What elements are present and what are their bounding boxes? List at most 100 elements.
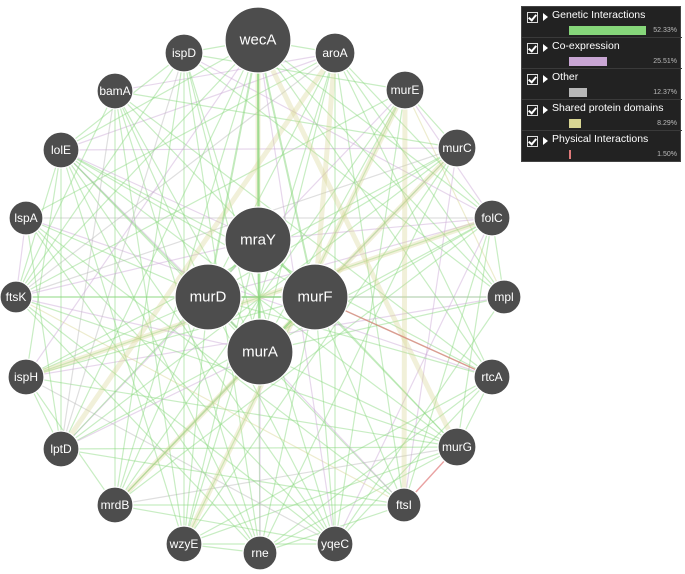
caret-right-icon[interactable] (543, 137, 548, 145)
node-circle[interactable] (473, 358, 511, 396)
node-circle[interactable] (224, 6, 292, 74)
node-circle[interactable] (486, 279, 522, 315)
edge-layer (15, 38, 505, 554)
node-murF[interactable]: murF (281, 263, 349, 331)
edge-wzyE-mraY (183, 239, 259, 545)
checkbox-icon[interactable] (527, 43, 538, 54)
node-lspA[interactable]: lspA (8, 200, 44, 236)
node-folC[interactable]: folC (473, 199, 511, 237)
node-circle[interactable] (164, 33, 204, 73)
checkbox-icon[interactable] (527, 74, 538, 85)
node-ispD[interactable]: ispD (164, 33, 204, 73)
node-circle[interactable] (96, 72, 134, 110)
node-circle[interactable] (8, 200, 44, 236)
node-murG[interactable]: murG (437, 427, 477, 467)
node-label: ftsI (396, 498, 412, 512)
legend-item-genetic-interactions[interactable]: Genetic Interactions 52.33% (522, 7, 682, 38)
node-rtcA[interactable]: rtcA (473, 358, 511, 396)
edge-murG-mrdB (114, 446, 458, 506)
edge-aroA-lspA (25, 52, 336, 219)
edge-aroA-rtcA (334, 52, 493, 378)
node-lptD[interactable]: lptD (42, 430, 80, 468)
edge-lolE-murD (60, 149, 209, 298)
node-label: lptD (50, 442, 72, 456)
caret-right-icon[interactable] (543, 75, 548, 83)
edge-murG-wzyE (183, 446, 458, 545)
node-murA[interactable]: murA (226, 318, 294, 386)
node-lolE[interactable]: lolE (42, 131, 80, 169)
node-murE[interactable]: murE (385, 70, 425, 110)
node-bamA[interactable]: bamA (96, 72, 134, 110)
node-murC[interactable]: murC (437, 128, 477, 168)
edge-lptD-murA (60, 351, 261, 450)
legend-item-other[interactable]: Other 12.37% (522, 69, 682, 100)
edge-yqeC-lolE (60, 149, 336, 545)
node-circle[interactable] (0, 280, 33, 314)
node-label: murE (391, 83, 420, 97)
legend-item-shared-protein-domains[interactable]: Shared protein domains 8.29% (522, 100, 682, 131)
node-circle[interactable] (385, 70, 425, 110)
checkbox-icon[interactable] (527, 136, 538, 147)
node-circle[interactable] (226, 318, 294, 386)
caret-right-icon[interactable] (543, 13, 548, 21)
node-aroA[interactable]: aroA (314, 32, 356, 74)
checkbox-icon[interactable] (527, 105, 538, 116)
node-circle[interactable] (42, 131, 80, 169)
legend-item-co-expression[interactable]: Co-expression 25.51% (522, 38, 682, 69)
checkbox-icon[interactable] (527, 12, 538, 23)
edge-rtcA-wecA (257, 39, 493, 378)
edge-wzyE-murD (183, 296, 209, 545)
node-mpl[interactable]: mpl (486, 279, 522, 315)
edge-mpl-murA (259, 296, 505, 353)
node-ftsI[interactable]: ftsI (386, 487, 422, 523)
node-circle[interactable] (281, 263, 349, 331)
edge-lolE-murF (60, 149, 316, 298)
node-ispH[interactable]: ispH (7, 358, 45, 396)
edge-yqeC-murD (207, 296, 336, 545)
node-circle[interactable] (224, 206, 292, 274)
node-yqeC[interactable]: yqeC (316, 525, 354, 563)
node-circle[interactable] (242, 535, 278, 571)
node-mrdB[interactable]: mrdB (96, 486, 134, 524)
caret-right-icon[interactable] (543, 106, 548, 114)
edge-lptD-bamA (60, 90, 116, 450)
edge-wzyE-bamA (114, 90, 185, 545)
node-circle[interactable] (437, 427, 477, 467)
node-circle[interactable] (437, 128, 477, 168)
node-circle[interactable] (174, 263, 242, 331)
node-label: folC (481, 211, 503, 225)
edge-aroA-lolE (60, 52, 336, 151)
node-murD[interactable]: murD (174, 263, 242, 331)
node-circle[interactable] (473, 199, 511, 237)
node-label: ispD (172, 46, 196, 60)
node-circle[interactable] (7, 358, 45, 396)
node-circle[interactable] (386, 487, 422, 523)
node-mraY[interactable]: mraY (224, 206, 292, 274)
node-label: bamA (99, 84, 130, 98)
node-circle[interactable] (96, 486, 134, 524)
node-wzyE[interactable]: wzyE (165, 525, 203, 563)
legend-percent: 52.33% (653, 27, 677, 34)
edge-folC-murD (207, 217, 493, 298)
node-rne[interactable]: rne (242, 535, 278, 571)
edge-mpl-ispD (183, 52, 505, 298)
node-ftsK[interactable]: ftsK (0, 280, 33, 314)
node-circle[interactable] (165, 525, 203, 563)
node-label: murF (298, 289, 333, 306)
edge-rne-lolE (60, 149, 261, 554)
edge-ftsK-murA (15, 296, 261, 353)
node-circle[interactable] (316, 525, 354, 563)
edge-folC-murG (456, 217, 493, 448)
edge-bamA-murD (114, 90, 209, 298)
edge-ftsK-wecA (15, 39, 259, 298)
edge-aroA-murF (312, 52, 338, 298)
edge-murG-lptD (60, 446, 458, 450)
edge-murE-mpl (404, 89, 505, 298)
caret-right-icon[interactable] (543, 44, 548, 52)
node-wecA[interactable]: wecA (224, 6, 292, 74)
legend-label: Physical Interactions (552, 133, 649, 145)
legend-item-physical-interactions[interactable]: Physical Interactions 1.50% (522, 131, 682, 162)
node-circle[interactable] (314, 32, 356, 74)
node-circle[interactable] (42, 430, 80, 468)
